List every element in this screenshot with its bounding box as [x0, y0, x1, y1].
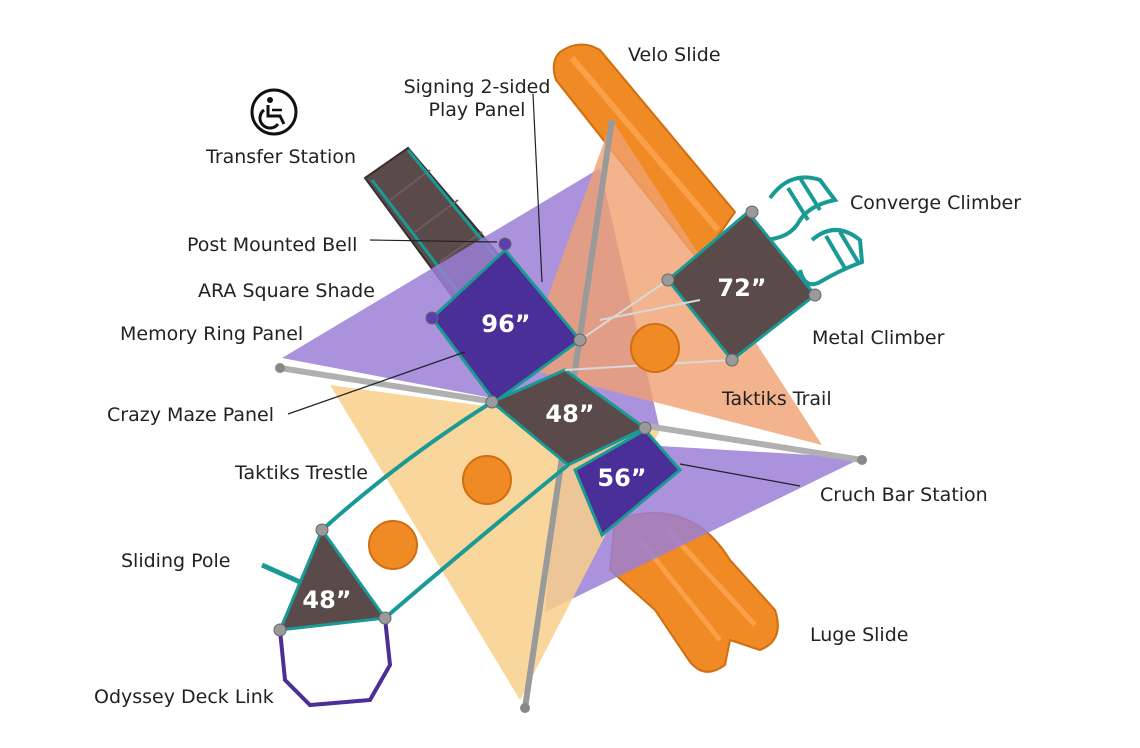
label-crazy-maze-panel: Crazy Maze Panel [107, 404, 274, 426]
label-sliding-pole: Sliding Pole [121, 550, 231, 572]
label-odyssey-deck-link: Odyssey Deck Link [94, 686, 274, 708]
label-signing-panel-line1: Signing 2-sided [403, 76, 551, 98]
taktiks-trail-ball [630, 323, 680, 373]
label-signing-panel: Signing 2-sided Play Panel [372, 76, 582, 122]
taktiks-trestle-ball-lower [368, 520, 418, 570]
label-taktiks-trail: Taktiks Trail [722, 388, 832, 410]
converge-climber [759, 175, 865, 287]
label-taktiks-trestle: Taktiks Trestle [235, 462, 368, 484]
label-memory-ring-panel: Memory Ring Panel [120, 323, 304, 345]
label-velo-slide: Velo Slide [628, 44, 721, 66]
wheelchair-accessibility-icon [250, 88, 298, 136]
label-signing-panel-line2: Play Panel [428, 98, 526, 121]
leader-lines [287, 93, 801, 487]
deck-56: 56” [573, 428, 683, 538]
taktiks-trestle-ball-upper [462, 455, 512, 505]
taktiks-trestle-bridge [320, 400, 570, 620]
deck-96-height: 96” [481, 310, 530, 338]
label-transfer-station: Transfer Station [206, 146, 356, 168]
label-cruch-bar-station: Cruch Bar Station [820, 484, 988, 506]
deck-56-height: 56” [597, 464, 646, 492]
label-metal-climber: Metal Climber [812, 327, 945, 349]
label-converge-climber: Converge Climber [850, 192, 1022, 214]
sliding-pole [260, 562, 302, 585]
label-luge-slide: Luge Slide [810, 624, 909, 646]
deck-48-center-height: 48” [545, 400, 594, 428]
deck-48-corner-height: 48” [302, 586, 351, 614]
post-markers [273, 205, 822, 637]
label-ara-square-shade: ARA Square Shade [198, 280, 375, 302]
deck-48-center: 48” [489, 368, 648, 467]
deck-48-corner: 48” [277, 526, 388, 632]
yellow-shade-sail [330, 385, 660, 700]
label-post-mounted-bell: Post Mounted Bell [187, 234, 358, 256]
deck-72-height: 72” [717, 274, 766, 302]
odyssey-deck-link [278, 617, 393, 708]
